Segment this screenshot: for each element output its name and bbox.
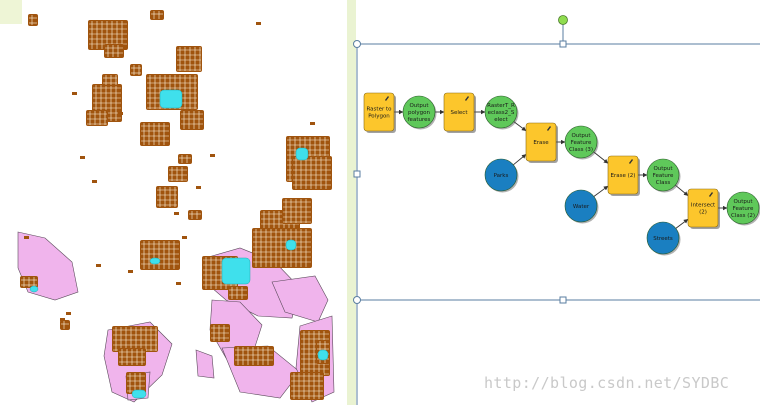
- node-erase-2[interactable]: Erase (2): [607, 155, 640, 196]
- selection-frames[interactable]: [353, 15, 760, 405]
- connector-output_fc-to-intersect_2: [675, 184, 689, 196]
- node-intersect-2[interactable]: Intersect (2): [687, 188, 720, 229]
- node-label: elect: [494, 117, 508, 123]
- node-label: polygon: [408, 110, 430, 116]
- node-label: features: [408, 117, 431, 123]
- node-label: Intersect: [691, 202, 716, 208]
- resize-handle[interactable]: [559, 40, 567, 48]
- node-label: Feature: [571, 140, 592, 146]
- node-raster-to-polygon[interactable]: Raster to Polygon: [363, 92, 396, 133]
- node-label: Feature: [733, 206, 754, 212]
- watermark-text: http://blog.csdn.net/SYDBC: [484, 374, 730, 392]
- node-label: Output: [409, 103, 429, 109]
- map-corner-tint: [0, 0, 22, 24]
- model-nodes[interactable]: Raster toPolygonOutputpolygonfeaturesSel…: [363, 92, 760, 256]
- map-canvas: [0, 0, 335, 403]
- node-label: Feature: [653, 173, 674, 179]
- resize-handle[interactable]: [353, 296, 361, 304]
- tool-icon: [629, 159, 633, 164]
- connectors: [394, 109, 728, 229]
- model-diagram: Raster toPolygonOutputpolygonfeaturesSel…: [347, 0, 760, 405]
- node-label: RasterT_R: [487, 103, 515, 109]
- node-label: Class: [656, 180, 671, 186]
- connector-output_fc_3-to-erase_2: [593, 151, 609, 164]
- connector-water-to-erase_2: [593, 185, 609, 197]
- node-label: Select: [451, 110, 469, 116]
- tool-icon: [709, 192, 713, 197]
- tool-icon: [385, 96, 389, 101]
- node-parks[interactable]: Parks: [484, 158, 519, 193]
- node-water[interactable]: Water: [564, 189, 599, 224]
- connector-streets-to-intersect_2: [675, 218, 689, 229]
- tool-icon: [547, 126, 551, 131]
- node-label: Parks: [494, 173, 509, 179]
- connector-raster_select-to-erase: [513, 121, 527, 132]
- node-label: eclass2_S: [488, 110, 515, 116]
- resize-handle[interactable]: [559, 296, 567, 304]
- resize-handle[interactable]: [353, 40, 361, 48]
- node-streets[interactable]: Streets: [646, 221, 681, 256]
- node-label: Streets: [653, 236, 673, 242]
- connector-parks-to-erase: [513, 154, 527, 166]
- tool-icon: [465, 96, 469, 101]
- node-label: Output: [733, 199, 753, 205]
- map-view[interactable]: [0, 0, 336, 405]
- node-label: Output: [653, 166, 673, 172]
- map-features: [17, 10, 335, 403]
- node-label: Class (2): [731, 213, 755, 219]
- node-label: Erase: [533, 140, 549, 146]
- node-erase[interactable]: Erase: [525, 122, 558, 163]
- node-label: Water: [573, 204, 590, 210]
- node-label: Raster to: [366, 106, 392, 112]
- node-label: (2): [699, 210, 707, 216]
- left-edge-strip: [347, 0, 356, 405]
- node-label: Polygon: [368, 114, 390, 120]
- node-label: Output: [571, 133, 591, 139]
- node-label: Erase (2): [611, 173, 636, 179]
- node-select[interactable]: Select: [443, 92, 476, 133]
- rotate-handle[interactable]: [558, 15, 568, 25]
- node-label: Class (3): [569, 147, 593, 153]
- resize-handle[interactable]: [353, 170, 361, 178]
